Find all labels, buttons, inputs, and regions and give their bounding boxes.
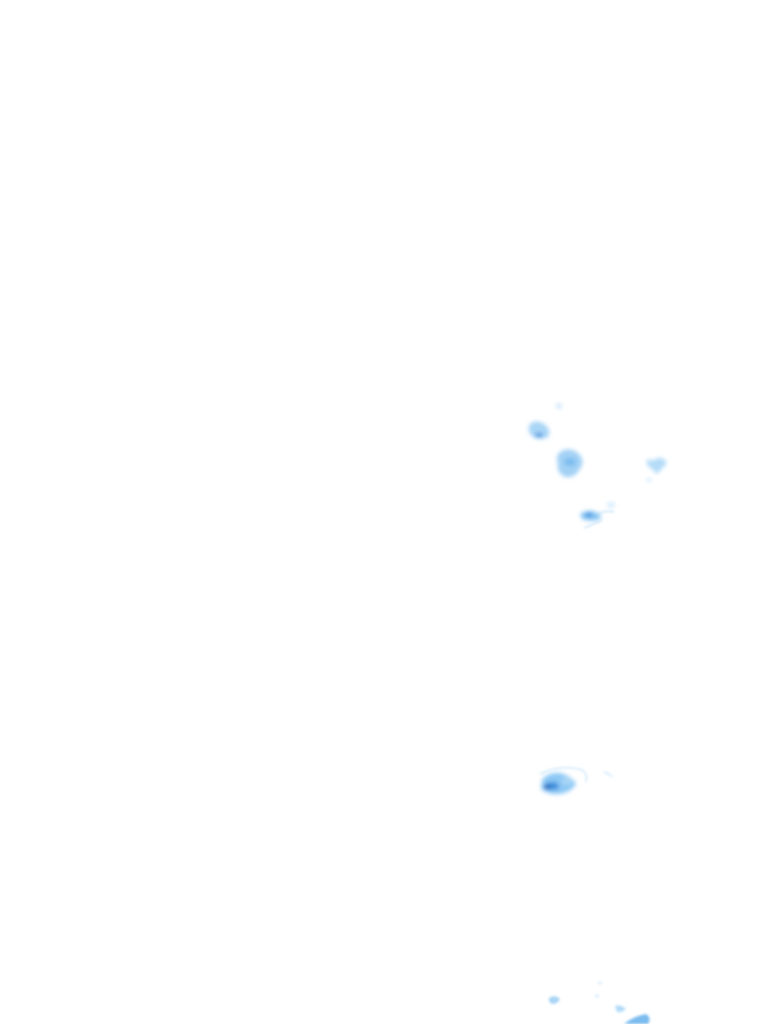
rain-cell-cluster-south: [548, 981, 650, 1024]
rain-cell: [528, 421, 550, 439]
rain-cell: [556, 403, 562, 409]
rain-cell-core: [564, 458, 576, 466]
rain-cell: [607, 502, 615, 508]
rain-streak: [597, 510, 615, 515]
rain-streak: [603, 771, 613, 778]
rain-streak: [583, 519, 603, 529]
rain-cell: [647, 457, 667, 474]
rain-cell-cluster-north: [528, 403, 667, 521]
rain-streaks-north: [583, 510, 615, 529]
rain-cell: [646, 478, 652, 482]
rain-cell-core: [535, 433, 543, 437]
rain-cell: [615, 1005, 626, 1013]
rain-cell: [548, 996, 560, 1004]
rain-cell-core: [544, 785, 550, 789]
rain-streak: [539, 767, 587, 783]
rain-cell-cluster-middle: [541, 772, 576, 795]
rain-cell: [595, 994, 599, 998]
rain-cell: [561, 777, 573, 785]
rain-cell: [624, 1014, 650, 1024]
rain-cell: [598, 981, 602, 985]
rain-cell-core: [585, 513, 593, 517]
rain-streaks-middle: [539, 767, 613, 783]
